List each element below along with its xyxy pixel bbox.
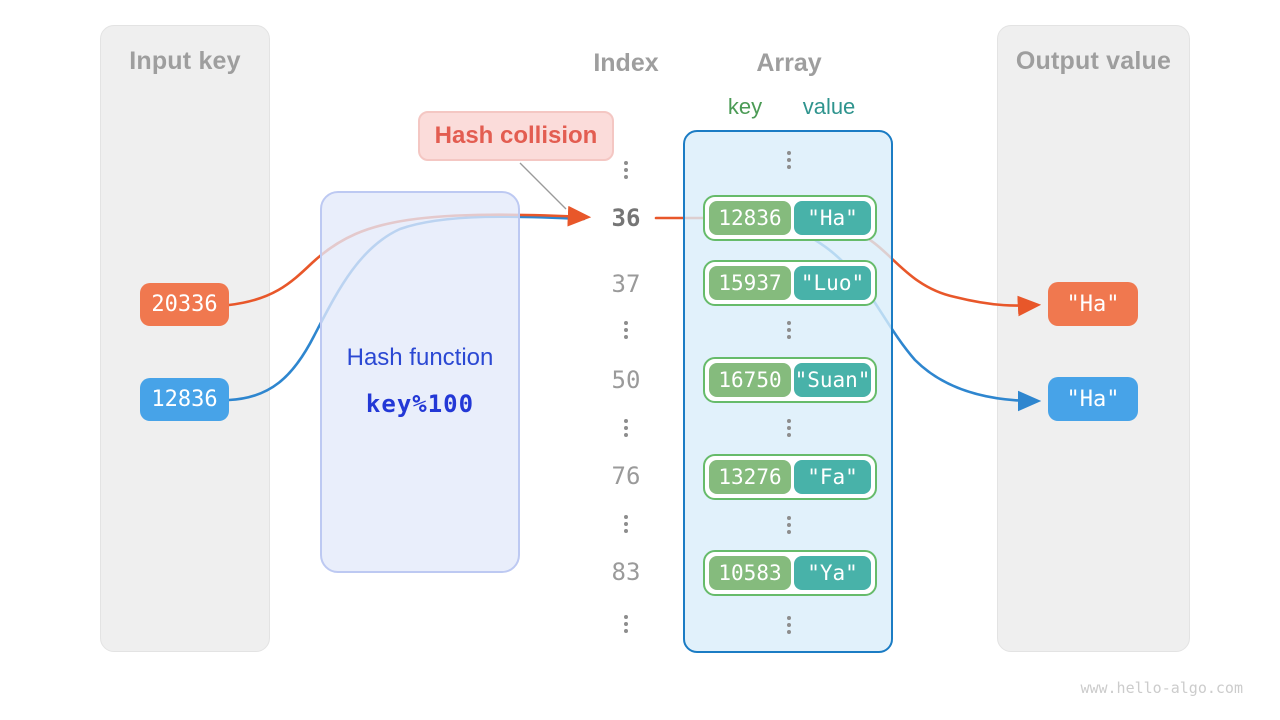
- orange-output-arrow: [868, 238, 1042, 317]
- collision-pointer-line: [519, 162, 567, 210]
- output-panel: [997, 25, 1190, 652]
- array-panel: [683, 130, 893, 653]
- hash-function-box: [320, 191, 520, 573]
- input-panel: [100, 25, 270, 652]
